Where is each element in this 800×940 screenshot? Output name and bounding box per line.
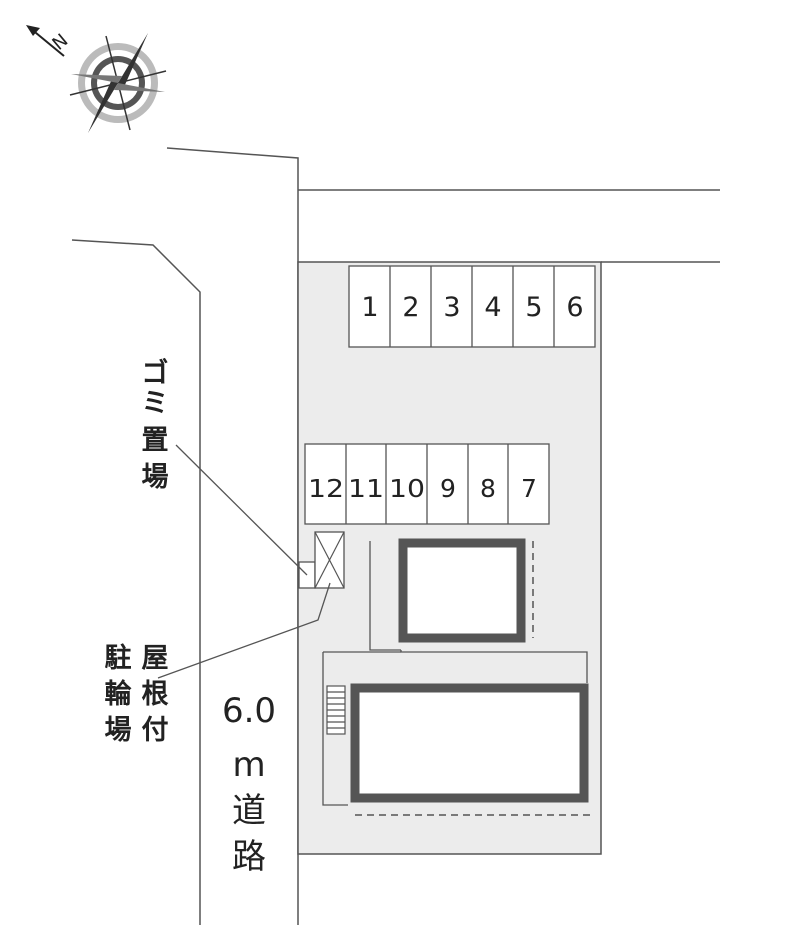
leader-lines — [157, 444, 331, 679]
bicycle-parking-label: 屋 根 付 駐 輪 場 — [105, 643, 169, 746]
parking-space-6: 6 — [566, 292, 583, 323]
road-unit: m — [232, 745, 265, 785]
parking-row-bottom: 12 11 10 9 8 7 — [304, 443, 550, 525]
parking-row-top: 1 2 3 4 5 6 — [348, 265, 596, 348]
svg-text:駐: 駐 — [105, 643, 132, 674]
parking-space-5: 5 — [525, 292, 542, 323]
svg-text:ゴ: ゴ — [142, 357, 169, 389]
svg-text:場: 場 — [105, 715, 132, 746]
parking-space-9: 9 — [440, 474, 456, 503]
road-width: 6.0 — [222, 691, 276, 731]
parking-space-10: 10 — [389, 474, 425, 503]
svg-text:場: 場 — [142, 462, 169, 493]
garbage-area-label: ゴ ミ 置 場 — [142, 357, 169, 493]
svg-text:付: 付 — [142, 715, 169, 746]
site-paths — [322, 541, 588, 806]
parking-space-12: 12 — [308, 474, 344, 503]
road-label: 6.0 m 道 路 — [222, 691, 276, 877]
parking-space-1: 1 — [361, 292, 378, 323]
stairs — [326, 685, 346, 735]
road-name-1: 道 — [232, 791, 266, 831]
building-large — [350, 683, 589, 803]
svg-text:根: 根 — [142, 679, 169, 710]
parking-space-7: 7 — [521, 474, 537, 503]
parking-space-8: 8 — [480, 474, 496, 503]
road-name-2: 路 — [232, 837, 266, 877]
svg-text:置: 置 — [142, 425, 169, 456]
parking-space-4: 4 — [484, 292, 501, 323]
svg-text:屋: 屋 — [142, 643, 169, 674]
compass-rose-icon — [69, 33, 167, 133]
parking-space-3: 3 — [443, 292, 460, 323]
parking-space-2: 2 — [402, 292, 419, 323]
svg-text:ミ: ミ — [142, 388, 169, 419]
north-label: N — [48, 30, 72, 55]
building-small — [398, 538, 526, 643]
svg-text:輪: 輪 — [105, 678, 133, 710]
parking-space-11: 11 — [348, 474, 384, 503]
bicycle-parking — [314, 531, 345, 589]
north-arrow-icon — [26, 25, 65, 57]
